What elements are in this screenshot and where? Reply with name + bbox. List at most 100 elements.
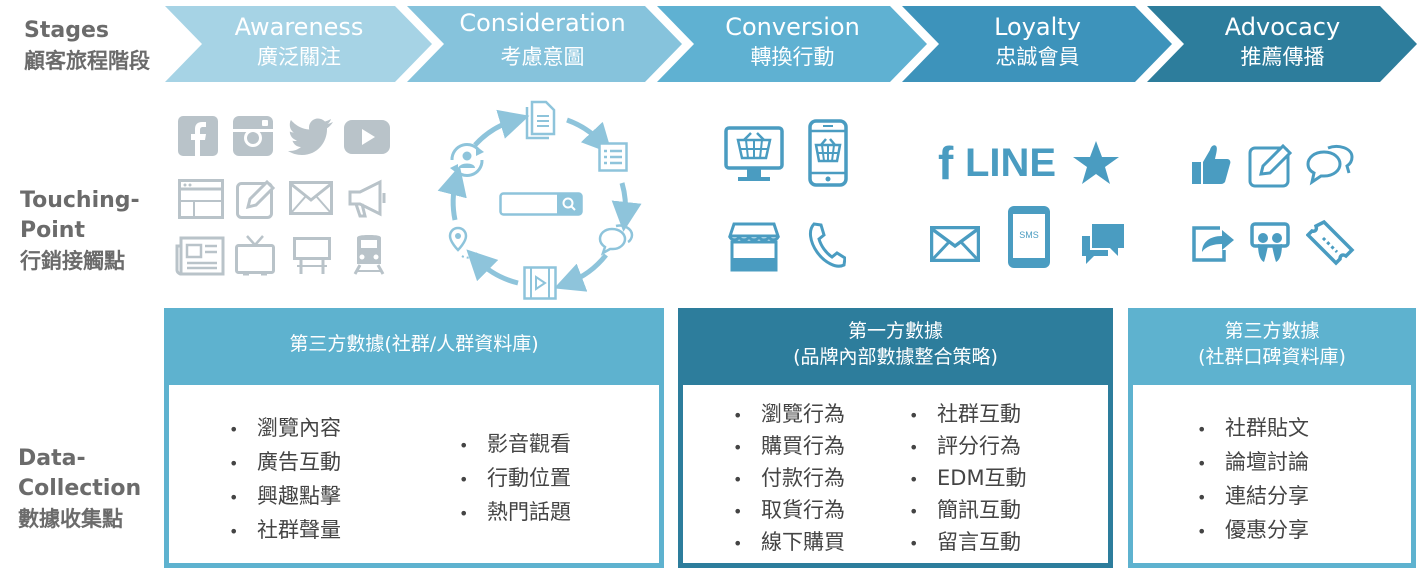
data-label-zh: 數據收集點 — [18, 507, 123, 531]
list-item: 購買行為 — [733, 431, 845, 463]
data-label-en2: Collection — [18, 476, 142, 501]
list-item: 社群聲量 — [229, 515, 341, 547]
stage-en: Conversion — [725, 13, 860, 41]
facebook-icon — [178, 116, 218, 156]
megaphone-icon — [348, 179, 386, 218]
stage-conversion: Conversion 轉換行動 — [690, 12, 895, 72]
document-icon — [525, 100, 556, 140]
stages-label-zh: 顧客旅程階段 — [24, 49, 150, 73]
list-item: 社群互動 — [909, 399, 1027, 431]
search-bar-icon[interactable] — [499, 192, 583, 216]
stages-label-en: Stages — [24, 18, 109, 43]
list-item: 付款行為 — [733, 463, 845, 495]
stage-zh: 忠誠會員 — [995, 45, 1080, 69]
mail-icon — [289, 181, 333, 215]
list-item: 行動位置 — [459, 463, 571, 495]
location-icon — [448, 226, 479, 259]
phone-icon[interactable] — [806, 222, 846, 268]
panel-title-line1: 第三方數據 — [1224, 320, 1320, 342]
newspaper-icon — [175, 236, 225, 276]
panel-title-line2: (品牌內部數據整合策略) — [793, 346, 998, 368]
panel-title-line2: (社群口碑資料庫) — [1198, 346, 1346, 368]
list-item: EDM互動 — [909, 463, 1027, 495]
stage-chevrons — [165, 6, 1417, 82]
panel-title-line1: 第一方數據 — [847, 320, 943, 342]
stage-advocacy: Advocacy 推薦傳播 — [1180, 12, 1385, 72]
mail-icon — [930, 226, 980, 262]
stage-en: Loyalty — [994, 13, 1081, 41]
chat-icon — [598, 224, 634, 256]
list-item: 評分行為 — [909, 431, 1027, 463]
stage-en: Awareness — [234, 13, 364, 41]
stage-zh: 推薦傳播 — [1240, 45, 1325, 69]
billboard-icon — [293, 237, 331, 274]
list-item: 論壇討論 — [1197, 447, 1309, 479]
list-icon — [598, 142, 628, 172]
mobile-cart-icon — [808, 119, 848, 187]
browser-icon — [178, 179, 224, 219]
touching-row-label: Touching- Point 行銷接觸點 — [20, 186, 140, 276]
list-item: 廣告互動 — [229, 447, 341, 479]
list-item: 簡訊互動 — [909, 495, 1027, 527]
sms-phone-icon: SMS — [1008, 206, 1050, 268]
chevron-consideration — [407, 6, 682, 82]
stage-zh: 轉換行動 — [750, 45, 835, 69]
share-icon[interactable] — [1190, 222, 1236, 262]
data-list: 社群貼文 論壇討論 連結分享 優惠分享 — [1197, 413, 1309, 547]
chevron-conversion — [657, 6, 927, 82]
data-label-en1: Data- — [18, 446, 86, 471]
stage-zh: 考慮意圖 — [500, 45, 585, 69]
panel-first-party-header: 第一方數據 (品牌內部數據整合策略) — [678, 308, 1113, 380]
edit-icon[interactable] — [1248, 142, 1294, 188]
sms-screen — [1013, 214, 1045, 258]
chat-icon[interactable] — [1306, 142, 1354, 188]
video-icon — [523, 266, 557, 300]
panel-third-party-social-body: 瀏覽內容 廣告互動 興趣點擊 社群聲量 影音觀看 行動位置 熱門話題 — [164, 380, 664, 568]
list-item: 瀏覽內容 — [229, 413, 341, 445]
list-item: 社群貼文 — [1197, 413, 1309, 445]
list-item: 留言互動 — [909, 527, 1027, 559]
data-list: 瀏覽行為 購買行為 付款行為 取貨行為 線下購買 — [733, 399, 845, 559]
data-list: 社群互動 評分行為 EDM互動 簡訊互動 留言互動 — [909, 399, 1027, 559]
data-list: 影音觀看 行動位置 熱門話題 — [459, 429, 571, 529]
chevron-advocacy — [1147, 6, 1417, 82]
stages-row-label: Stages 顧客旅程階段 — [24, 16, 150, 76]
panel-third-party-wom-header: 第三方數據 (社群口碑資料庫) — [1128, 308, 1416, 380]
stage-consideration: Consideration 考慮意圖 — [440, 8, 645, 72]
data-list: 瀏覽內容 廣告互動 興趣點擊 社群聲量 — [229, 413, 341, 547]
panel-third-party-social-header: 第三方數據(社群/人群資料庫) — [164, 308, 664, 380]
chevron-loyalty — [902, 6, 1172, 82]
desktop-cart-icon — [724, 126, 784, 181]
stage-awareness: Awareness 廣泛關注 — [200, 12, 398, 72]
touching-label-zh: 行銷接觸點 — [20, 249, 125, 273]
thumbs-up-icon[interactable] — [1190, 142, 1232, 186]
chevron-awareness — [165, 6, 432, 82]
consideration-cycle — [437, 109, 642, 292]
train-icon — [353, 235, 385, 275]
list-item: 瀏覽行為 — [733, 399, 845, 431]
list-item: 興趣點擊 — [229, 481, 341, 513]
twitter-icon — [288, 118, 333, 155]
tv-icon — [235, 235, 275, 276]
user-refresh-icon — [450, 142, 484, 178]
stage-en: Consideration — [459, 9, 626, 37]
slideshare-icon[interactable] — [1250, 222, 1290, 264]
panel-title: 第三方數據(社群/人群資料庫) — [289, 333, 539, 355]
list-item: 線下購買 — [733, 527, 845, 559]
stage-loyalty: Loyalty 忠誠會員 — [935, 12, 1140, 72]
list-item: 取貨行為 — [733, 495, 845, 527]
facebook-icon: f — [938, 137, 954, 189]
line-logo: LINE — [965, 141, 1057, 185]
youtube-icon — [344, 120, 390, 154]
ticket-icon[interactable] — [1306, 218, 1356, 266]
stage-en: Advocacy — [1224, 13, 1341, 41]
list-item: 影音觀看 — [459, 429, 571, 461]
touching-label-en1: Touching- — [20, 188, 140, 213]
chat-icon — [1082, 224, 1124, 264]
touching-label-en2: Point — [20, 218, 85, 243]
stage-zh: 廣泛關注 — [257, 45, 341, 69]
instagram-icon — [233, 116, 273, 156]
store-icon — [728, 222, 780, 272]
star-icon — [1073, 141, 1119, 184]
data-row-label: Data- Collection 數據收集點 — [18, 444, 141, 534]
